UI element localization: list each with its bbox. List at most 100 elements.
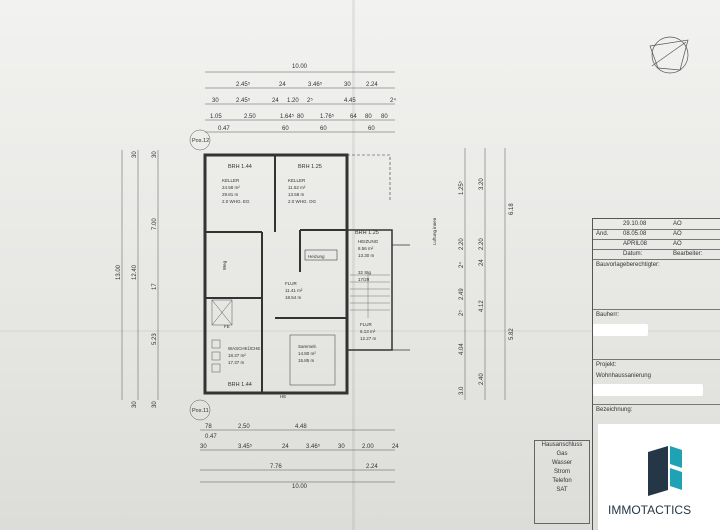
bottom-dim-r2-1: 3.45⁵ (238, 443, 253, 450)
hausanschluss-legend: Hausanschluss Gas Wasser Strom Telefon S… (534, 440, 590, 524)
revision-row-2: Änd. 08.05.08 AO (593, 229, 720, 240)
room-sammel-l1: 14.80 m² (298, 351, 316, 356)
room-keller2-l2: 13.58 m (288, 192, 305, 197)
schacht-label: Luftung innen (432, 217, 437, 245)
left-dim-700: 7.00 (152, 218, 158, 230)
bottom-dim-r3-1: 2.24 (366, 464, 378, 470)
left-dim-523: 5.23 (152, 333, 158, 345)
top-dim-r2-0: 30 (212, 98, 219, 104)
left-dim-17: 17 (152, 283, 158, 290)
bauvorlage-label: Bauvorlageberechtigter: (596, 262, 660, 268)
room-flur2-l2: 12.27 m (360, 336, 377, 341)
bezeichnung-row: Bezeichnung: (593, 404, 720, 424)
right-dim-c1: 2.20 (459, 238, 465, 250)
left-small-1: 30 (132, 151, 138, 158)
left-small-4: 30 (152, 401, 158, 408)
legend-telefon: Telefon (552, 478, 572, 484)
top-dim-r1-1: 24 (279, 82, 286, 88)
projekt-value: Wohnhaussanierung (596, 373, 651, 379)
left-dim-1300: 13.00 (116, 264, 122, 280)
fe-label: FE (224, 324, 230, 329)
heizung-box (304, 249, 338, 261)
left-dimension-lines (121, 150, 159, 400)
top-dim-r2-1: 2.45⁵ (236, 97, 251, 104)
top-dim-r4-3: 60 (368, 126, 375, 132)
top-dim-r3-6: 80 (365, 114, 372, 120)
right-dim-618: 6.18 (509, 203, 515, 215)
pos-12-label: Pos.12 (192, 138, 209, 144)
room-sammel-title: Sammelr. (298, 344, 317, 349)
revision-row-1: 29.10.08 AO (593, 219, 720, 230)
room-heizung-title: HEIZUNG (358, 239, 379, 244)
room-keller1-title: KELLER (222, 178, 240, 183)
staircase (350, 272, 390, 318)
room-keller2-title: KELLER (288, 178, 306, 183)
rev1-code: AO (673, 221, 682, 227)
overall-top-dim: 10.00 (292, 64, 308, 70)
legend-wasser: Wasser (551, 460, 573, 466)
room-heizung-l1: 8.56 m² (358, 246, 374, 251)
rev3-date: APRIL08 (623, 241, 648, 247)
top-dim-r2-3: 1.20 (287, 98, 299, 104)
immotactics-logo-icon: IMMOTACTICS (608, 446, 691, 517)
bottom-dim-r1-2: 4.48 (295, 424, 307, 430)
right-dim-c0: 1.25⁵ (458, 180, 465, 195)
bottom-0-47: 0.47 (205, 434, 217, 440)
top-dim-r4-2: 60 (320, 126, 327, 132)
top-dim-r3-1: 2.50 (244, 114, 256, 120)
room-heizung-l2: 13.30 m (358, 253, 375, 258)
right-dim-582: 5.82 (509, 328, 515, 340)
revision-row-3: APRIL08 AO (593, 239, 720, 250)
stair-label: 32 Stg (358, 270, 372, 275)
top-dim-r1-0: 2.45⁵ (236, 81, 251, 88)
datum-label: Datum: (623, 251, 643, 257)
top-dim-r2-6: 2⁴ (390, 97, 396, 104)
bauherr-label: Bauherr: (596, 312, 620, 318)
redacted-bauherr (593, 324, 648, 336)
bottom-dim-r2-5: 2.00 (362, 444, 374, 450)
right-dim-c3: 2.49 (459, 288, 465, 300)
left-small-3: 30 (132, 401, 138, 408)
room-keller2-l1: 11.52 m² (288, 185, 306, 190)
room-flur1-title: FLUR (285, 281, 298, 286)
room-wasch-l2: 17.37 m (228, 360, 245, 365)
right-dim-b4: 2.40 (479, 373, 485, 385)
right-dim-c6: 3.0 (459, 386, 465, 395)
immotactics-logo: IMMOTACTICS (598, 424, 720, 530)
rev2-mark: Änd. (596, 231, 609, 237)
room-flur1-l1: 11.41 m² (285, 288, 303, 293)
bottom-dim-r2-6: 24 (392, 444, 399, 450)
stair-label-2: 17/29 (358, 277, 370, 282)
title-block: 29.10.08 AO Änd. 08.05.08 AO APRIL08 AO … (592, 218, 720, 530)
overall-bottom-dim: 10.00 (292, 484, 308, 490)
legend-title: Hausanschluss (541, 442, 583, 448)
room-wasch-l1: 18.37 m² (228, 353, 246, 358)
bottom-dim-r2-4: 30 (338, 444, 345, 450)
legend-sat: SAT (556, 487, 568, 493)
brh-2: BRH 1.25 (298, 164, 322, 170)
bottom-dimension-lines (200, 429, 395, 483)
heizung-box-label: Heizung (308, 254, 325, 259)
weg-label: Weg (222, 260, 227, 270)
legend-gas: Gas (556, 451, 568, 457)
top-dim-r4-1: 60 (282, 126, 289, 132)
right-dim-b3: 4.12 (479, 300, 485, 312)
logo-text: IMMOTACTICS (608, 503, 691, 517)
bezeichnung-label: Bezeichnung: (596, 407, 633, 413)
top-dim-r2-5: 4.45 (344, 98, 356, 104)
sammel-box (289, 334, 336, 386)
top-dim-r2-4: 2⁵ (307, 97, 313, 104)
datum-row: Datum: Bearbeiter: (593, 249, 720, 260)
bottom-dim-r3-0: 7.76 (270, 464, 282, 470)
room-flur2-l1: 6.13 m² (360, 329, 376, 334)
bauherr-row: Bauherr: (593, 309, 720, 360)
right-dimension-lines (464, 148, 506, 400)
redacted-projekt (593, 384, 703, 396)
brh-3: BRH 1.25 (355, 230, 379, 236)
right-dim-c2: 2⁴ (458, 262, 465, 268)
right-dim-b0: 3.20 (479, 178, 485, 190)
paper-fold-horizontal (0, 330, 720, 332)
right-dim-c4: 2⁵ (458, 310, 465, 316)
bottom-dim-r2-0: 30 (200, 444, 207, 450)
